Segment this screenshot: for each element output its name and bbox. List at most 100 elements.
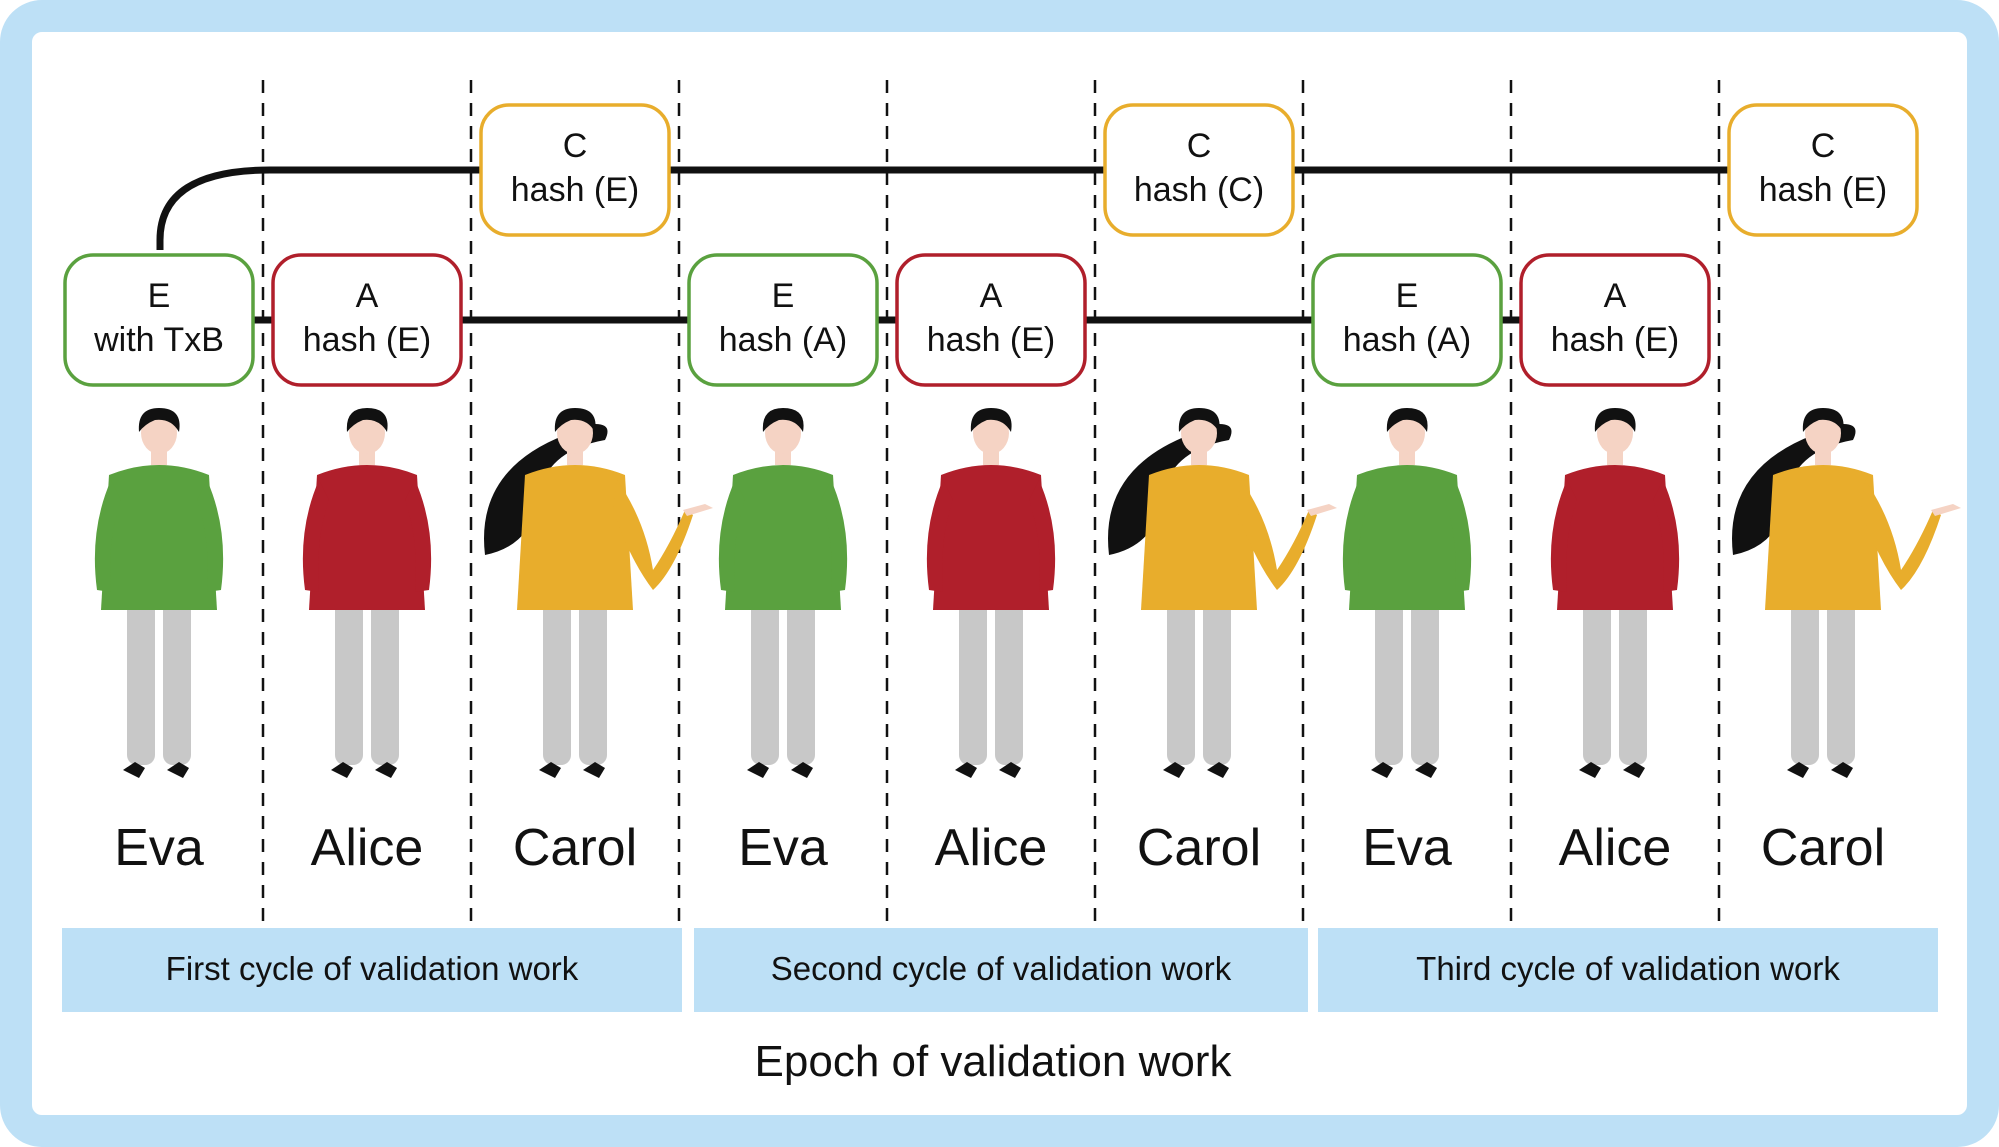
node-box-border: [271, 253, 463, 387]
carol-chain-line: [156, 166, 1880, 250]
left-shoe: [1787, 762, 1809, 778]
left-arm: [302, 480, 329, 592]
torso: [1557, 465, 1673, 610]
left-arm: [1342, 480, 1369, 592]
epoch-label: Epoch of validation work: [755, 1037, 1233, 1086]
carol-figure: [1732, 408, 1961, 778]
right-arm: [1445, 480, 1472, 592]
hair: [1594, 408, 1636, 432]
left-shoe: [955, 762, 977, 778]
node-box-hash: hash (E): [303, 321, 432, 359]
right-shoe: [999, 762, 1021, 778]
right-leg: [579, 600, 607, 765]
left-shoe: [1163, 762, 1185, 778]
torso: [1349, 465, 1465, 610]
left-leg: [1583, 600, 1611, 765]
face: [557, 412, 593, 454]
node-box-title: E: [772, 277, 795, 315]
right-shoe: [1207, 762, 1229, 778]
left-shoe: [331, 762, 353, 778]
carol-figure: [484, 408, 713, 778]
face: [141, 412, 177, 454]
eva-figure: [1342, 408, 1472, 778]
alice-figure: [302, 408, 432, 778]
right-leg: [787, 600, 815, 765]
cycle-label: Third cycle of validation work: [1416, 950, 1840, 987]
alice-figure: [1550, 408, 1680, 778]
right-arm: [613, 480, 693, 590]
cycle-label: Second cycle of validation work: [771, 950, 1232, 987]
person-name: Carol: [513, 819, 637, 877]
right-leg: [1411, 600, 1439, 765]
left-arm: [718, 480, 745, 592]
hand: [683, 504, 713, 516]
node-box-title: C: [563, 127, 588, 165]
node-box-hash: hash (E): [1551, 321, 1680, 359]
node-box-hash: with TxB: [93, 321, 224, 359]
left-shoe: [123, 762, 145, 778]
person-name: Eva: [1362, 819, 1452, 877]
node-box-border: [1311, 253, 1503, 387]
person-name: Carol: [1761, 819, 1885, 877]
node-box-hash: hash (C): [1134, 171, 1264, 209]
hair: [1802, 408, 1844, 432]
hair: [1178, 408, 1220, 432]
person-name: Eva: [114, 819, 204, 877]
left-leg: [959, 600, 987, 765]
face: [1597, 412, 1633, 454]
right-leg: [371, 600, 399, 765]
right-arm: [1861, 480, 1941, 590]
node-box-title: E: [1396, 277, 1419, 315]
hair: [762, 408, 804, 432]
node-box-title: E: [148, 277, 171, 315]
torso: [1141, 465, 1257, 610]
right-arm: [821, 480, 848, 592]
node-box-hash: hash (E): [927, 321, 1056, 359]
right-arm: [1237, 480, 1317, 590]
hair: [554, 408, 596, 432]
right-arm: [197, 480, 224, 592]
node-box-border: [63, 253, 255, 387]
right-arm: [405, 480, 432, 592]
cycle-label: First cycle of validation work: [166, 950, 579, 987]
right-shoe: [1415, 762, 1437, 778]
hair: [346, 408, 388, 432]
hand: [1307, 504, 1337, 516]
node-box-border: [687, 253, 879, 387]
node-box-border: [1727, 103, 1919, 237]
torso: [517, 465, 633, 610]
torso: [725, 465, 841, 610]
right-leg: [995, 600, 1023, 765]
right-arm: [1653, 480, 1680, 592]
person-name: Eva: [738, 819, 828, 877]
hair: [138, 408, 180, 432]
hair: [1386, 408, 1428, 432]
long-hair: [1108, 424, 1232, 555]
hand: [1931, 504, 1961, 516]
cycle-band: [1318, 928, 1938, 1012]
cycle-band: [694, 928, 1308, 1012]
face: [765, 412, 801, 454]
node-box-hash: hash (A): [719, 321, 848, 359]
left-arm: [94, 480, 121, 592]
node-box-title: C: [1187, 127, 1212, 165]
face: [1805, 412, 1841, 454]
carol-figure: [1108, 408, 1337, 778]
person-name: Alice: [1559, 819, 1672, 877]
left-leg: [1791, 600, 1819, 765]
cycle-bands: First cycle of validation work Second cyc…: [62, 928, 1938, 1012]
left-arm: [1550, 480, 1577, 592]
right-shoe: [791, 762, 813, 778]
long-hair: [1732, 424, 1856, 555]
node-box-title: A: [1604, 277, 1627, 315]
torso: [933, 465, 1049, 610]
